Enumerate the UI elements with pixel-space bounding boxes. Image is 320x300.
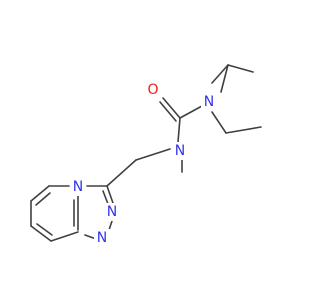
bond-carbonyl-c-n-right: [179, 105, 203, 119]
label-bg-n-left: [172, 142, 188, 160]
bond-pyr-c7-c8-a: [30, 225, 52, 242]
bond-ch2-triazole-c: [106, 159, 137, 187]
structure-diagram: O N N N N N: [30, 64, 262, 247]
bonds: [30, 64, 262, 242]
bond-n-ethyl-ch2: [211, 111, 227, 134]
label-bg-oxygen: [145, 81, 161, 99]
label-bg-n-lower: [94, 229, 110, 247]
bond-isopropyl-ch3-left: [211, 64, 229, 84]
bond-ethyl-ch2-ch3: [225, 126, 262, 134]
label-bg-n-upper: [104, 203, 120, 221]
bond-n-ch2: [135, 148, 171, 161]
atom-oxygen: O: [147, 82, 158, 98]
bond-pyr-c5-c6-a: [30, 185, 50, 202]
bond-pyr-c7-c8-b: [36, 223, 53, 236]
atom-triazole-n-bridge: N: [73, 179, 83, 195]
bond-triazole-c3-n2-a: [106, 185, 114, 204]
bond-isopropyl-ch3-top: [227, 64, 254, 73]
bond-c-o-a: [162, 97, 181, 119]
bond-isopropyl-n: [220, 64, 229, 93]
atom-triazole-n-lower: N: [97, 230, 107, 246]
bond-triazole-c3-n2-b: [102, 190, 109, 205]
label-bg-n-right: [201, 93, 217, 111]
bond-c-o-b: [159, 101, 177, 122]
atom-urea-n-left: N: [175, 143, 185, 159]
bond-carbonyl-c-n-left: [177, 117, 181, 143]
bond-pyr-c5-c6-b: [35, 192, 51, 206]
atom-triazole-n-upper: N: [107, 204, 117, 220]
molecule-canvas: O N N N N N: [30, 64, 262, 247]
atom-labels: O N N N N N: [70, 81, 217, 247]
label-bg-n-bridge: [70, 178, 86, 196]
bond-pyr-c8-c8a: [50, 231, 79, 242]
atom-urea-n-right: N: [204, 94, 214, 110]
